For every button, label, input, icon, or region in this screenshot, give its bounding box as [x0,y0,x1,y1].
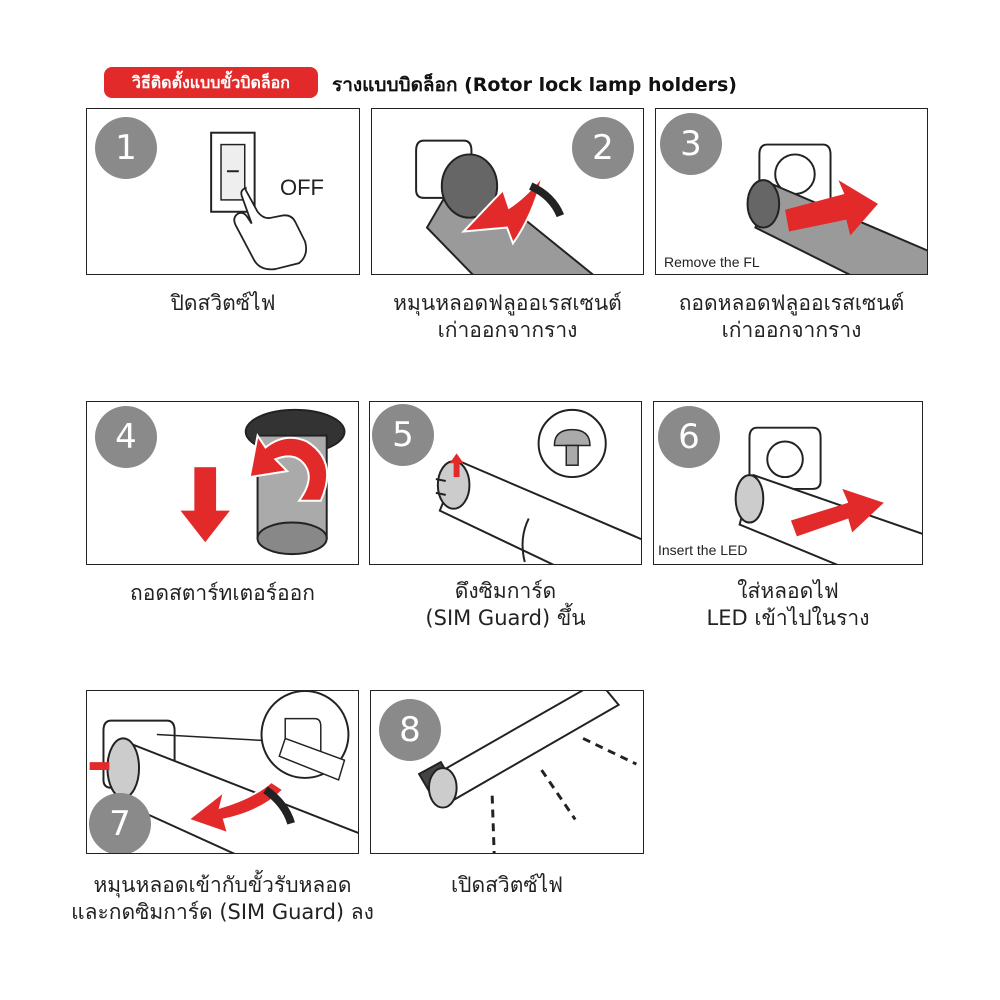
step-8-number: 8 [379,699,441,761]
lit-tube-illustration [417,691,638,853]
instructions-badge: วิธีติดตั้งแบบขั้วบิดล็อก [104,67,318,98]
step-8-panel: 8 [370,690,644,854]
step-1-number: 1 [95,117,157,179]
step-6-caption: ใส่หลอดไฟ LED เข้าไปในราง [706,579,870,630]
off-label: OFF [280,175,324,200]
remove-tube-illustration [746,143,927,274]
insert-led-illustration [734,426,922,564]
step-7-caption: หมุนหลอดเข้ากับขั้วรับหลอด และกดซิมการ์ด… [71,873,374,924]
step-2-number: 2 [572,117,634,179]
step-2-panel: 2 [371,108,644,275]
step-3-number: 3 [660,113,722,175]
step-7-panel: 7 [86,690,359,854]
step-4-panel: 4 [86,401,359,565]
step-4-caption: ถอดสตาร์ทเตอร์ออก [130,581,315,605]
step-1-caption: ปิดสวิตซ์ไฟ [170,291,276,315]
pull-sim-guard-illustration [435,408,641,564]
step-5-caption: ดึงซิมการ์ด (SIM Guard) ขึ้น [425,579,586,630]
remove-fl-label: Remove the FL [664,254,760,270]
step-3-panel: 3 Remove the FL [655,108,928,275]
insert-led-label: Insert the LED [658,542,748,558]
light-switch-illustration [210,131,308,271]
step-8-caption: เปิดสวิตซ์ไฟ [450,873,564,897]
step-6-panel: 6 Insert the LED [653,401,923,565]
step-4-number: 4 [95,406,157,468]
step-7-number: 7 [89,793,151,853]
rotate-tube-illustration [415,139,594,274]
step-5-number: 5 [372,404,434,466]
step-5-panel: 5 [369,401,642,565]
step-2-caption: หมุนหลอดฟลูออเรสเซนต์ เก่าออกจากราง [393,291,622,342]
step-3-caption: ถอดหลอดฟลูออเรสเซนต์ เก่าออกจากราง [678,291,905,342]
remove-starter-illustration [180,408,346,556]
step-1-panel: 1 OFF [86,108,360,275]
step-6-number: 6 [658,406,720,468]
page-title: รางแบบบิดล็อก (Rotor lock lamp holders) [332,74,737,96]
